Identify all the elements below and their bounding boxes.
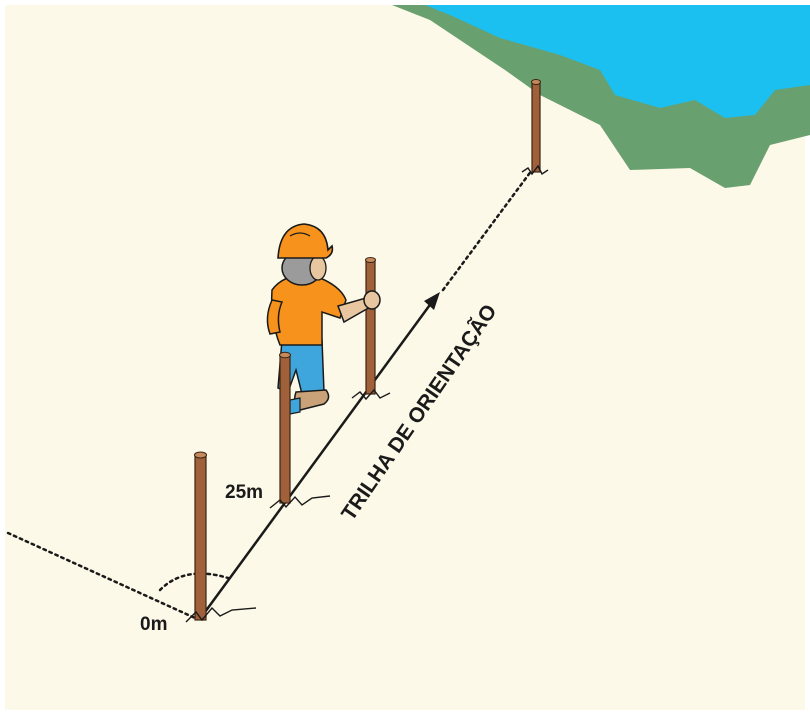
label-0m: 0m bbox=[140, 614, 167, 635]
label-25m: 25m bbox=[225, 482, 263, 503]
